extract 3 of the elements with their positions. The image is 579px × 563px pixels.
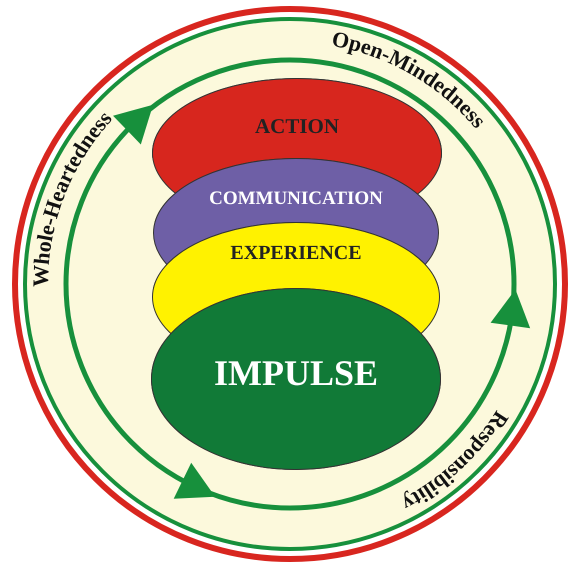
ellipse-label: EXPERIENCE (230, 242, 362, 265)
ellipse-label: COMMUNICATION (209, 188, 383, 210)
ellipse-label: IMPULSE (214, 352, 378, 394)
